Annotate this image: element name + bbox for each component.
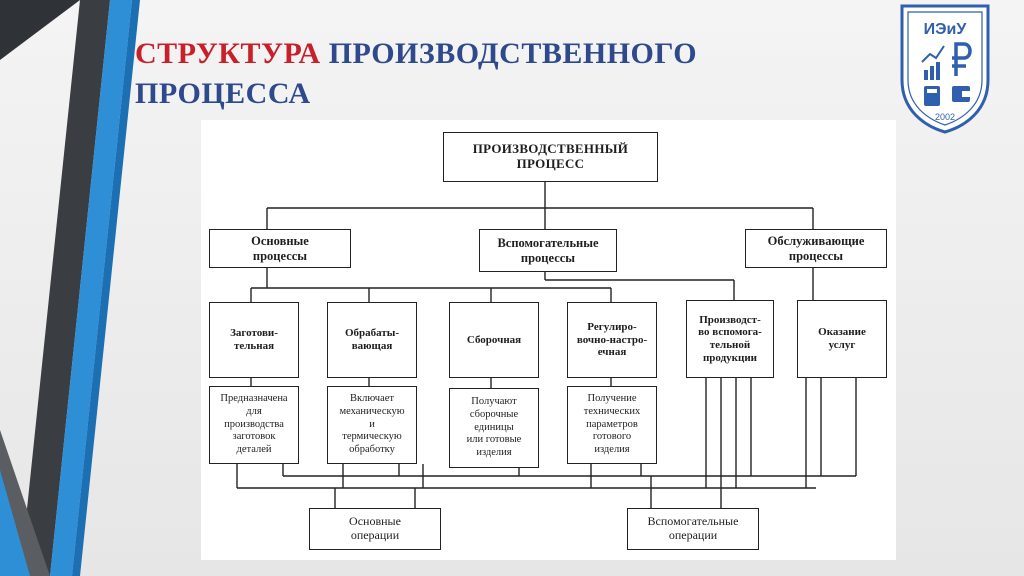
node-procurement: Заготови- тельная xyxy=(209,302,299,378)
root-node: ПРОИЗВОДСТВЕННЫЙ ПРОЦЕСС xyxy=(443,132,658,182)
growth-chart-icon xyxy=(921,45,945,63)
institute-logo: ИЭиУ 2002 xyxy=(900,4,990,134)
node-auxiliary-production: Производст- во вспомога- тельной продукц… xyxy=(686,300,774,378)
logo-text: ИЭиУ xyxy=(924,21,968,38)
node-auxiliary-processes: Вспомогательные процессы xyxy=(479,229,617,272)
desc-assembly: Получают сборочные единицы или готовые и… xyxy=(449,388,539,468)
desc-processing: Включает механическую и термическую обра… xyxy=(327,386,417,464)
slide-title: СТРУКТУРА ПРОИЗВОДСТВЕННОГО ПРОЦЕССА xyxy=(135,34,775,114)
node-auxiliary-operations: Вспомогательные операции xyxy=(627,508,759,550)
bar-chart-icon xyxy=(924,62,940,80)
node-adjustment: Регулиро- вочно-настро- ечная xyxy=(567,302,657,378)
calculator-icon xyxy=(924,86,940,106)
node-services: Оказание услуг xyxy=(797,300,887,378)
desc-adjustment: Получение технических параметров готовог… xyxy=(567,386,657,464)
node-main-processes: Основные процессы xyxy=(209,229,351,268)
desc-procurement: Предназначена для производства заготовок… xyxy=(209,386,299,464)
diagram-panel: ПРОИЗВОДСТВЕННЫЙ ПРОЦЕСС Основные процес… xyxy=(201,120,896,560)
wallet-icon xyxy=(952,86,970,102)
slide-decoration xyxy=(0,0,140,576)
node-processing: Обрабаты- вающая xyxy=(327,302,417,378)
logo-year: 2002 xyxy=(935,112,955,122)
title-part1: СТРУКТУРА xyxy=(135,37,321,70)
diagram-connectors xyxy=(236,182,857,508)
title-part2: ПРОИЗВОДСТВЕННОГО ПРОЦЕССА xyxy=(135,37,698,110)
ruble-icon xyxy=(952,42,972,76)
node-main-operations: Основные операции xyxy=(309,508,441,550)
node-assembly: Сборочная xyxy=(449,302,539,378)
node-service-processes: Обслуживающие процессы xyxy=(745,229,887,268)
